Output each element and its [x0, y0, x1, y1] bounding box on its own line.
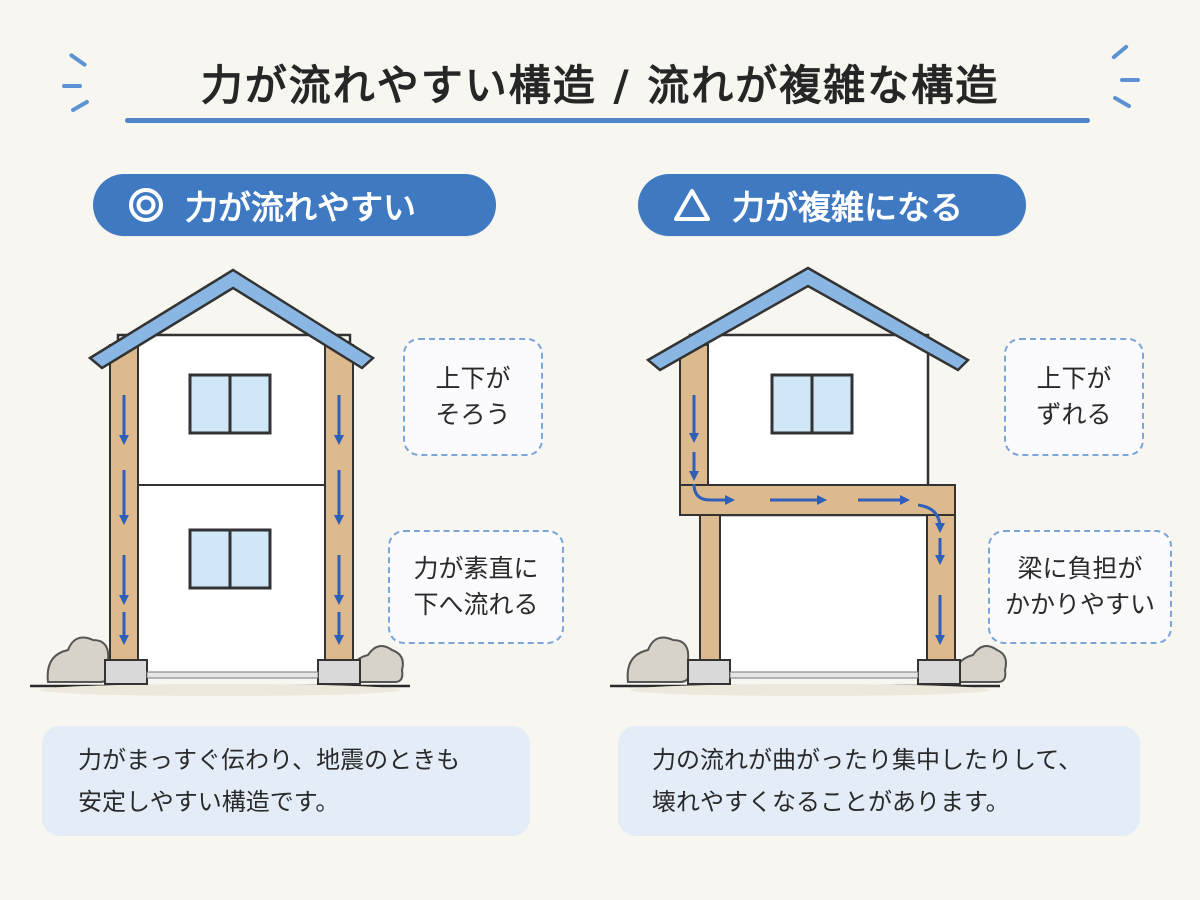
shrub-icon — [626, 636, 691, 683]
lower-column — [926, 514, 956, 666]
callout-line: 梁に負担が — [1017, 553, 1143, 583]
shrub-icon — [46, 636, 111, 683]
lower-column — [699, 514, 721, 666]
callout-line: 力が素直に — [413, 553, 539, 583]
foundation-block — [317, 659, 361, 685]
roof — [87, 268, 376, 370]
note-line: 力がまっすぐ伝わり、地震のときも — [78, 746, 461, 774]
callout-line: そろう — [435, 400, 511, 429]
callout-straight-flow: 力が素直に下へ流れる — [388, 530, 564, 644]
force-arrows — [689, 395, 945, 645]
window-lower — [188, 528, 272, 590]
badge-easy-flow-label: 力が流れやすい — [185, 188, 416, 227]
foundation-block — [687, 659, 731, 685]
note-stable: 力がまっすぐ伝わり、地震のときも安定しやすい構造です。 — [42, 726, 530, 836]
foundation-block — [917, 659, 961, 685]
badge-complex-flow-label: 力が複雑になる — [732, 188, 963, 227]
shrub-icon — [953, 645, 1007, 683]
force-arrows — [119, 395, 344, 645]
triangle-icon — [672, 187, 712, 223]
note-line: 力の流れが曲がったり集中したりして、 — [652, 746, 1083, 774]
offset-house — [610, 266, 1007, 696]
shrub-icon — [348, 645, 404, 683]
note-line: 壊れやすくなることがあります。 — [652, 788, 1010, 816]
title-underline — [125, 118, 1090, 123]
note-complex: 力の流れが曲がったり集中したりして、壊れやすくなることがあります。 — [618, 726, 1140, 836]
callout-beam-load: 梁に負担がかかりやすい — [988, 530, 1172, 644]
window-upper — [188, 373, 272, 435]
callout-line: 上下が — [1036, 363, 1112, 393]
foundation-block — [104, 659, 148, 685]
callout-line: かかりやすい — [1004, 590, 1155, 619]
double-circle-icon — [127, 186, 165, 224]
window-upper — [770, 373, 854, 435]
note-line: 安定しやすい構造です。 — [78, 788, 340, 816]
callout-line: 上下が — [435, 363, 511, 393]
page-title: 力が流れやすい構造 / 流れが複雑な構造 — [200, 61, 1000, 110]
callout-aligned: 上下がそろう — [403, 338, 543, 456]
roof — [645, 266, 971, 372]
badge-easy-flow: 力が流れやすい — [93, 174, 496, 236]
stable-house — [30, 268, 410, 696]
callout-line: 下へ流れる — [413, 590, 539, 619]
callout-misaligned: 上下がずれる — [1004, 338, 1144, 456]
callout-line: ずれる — [1036, 400, 1112, 429]
badge-complex-flow: 力が複雑になる — [638, 174, 1026, 236]
